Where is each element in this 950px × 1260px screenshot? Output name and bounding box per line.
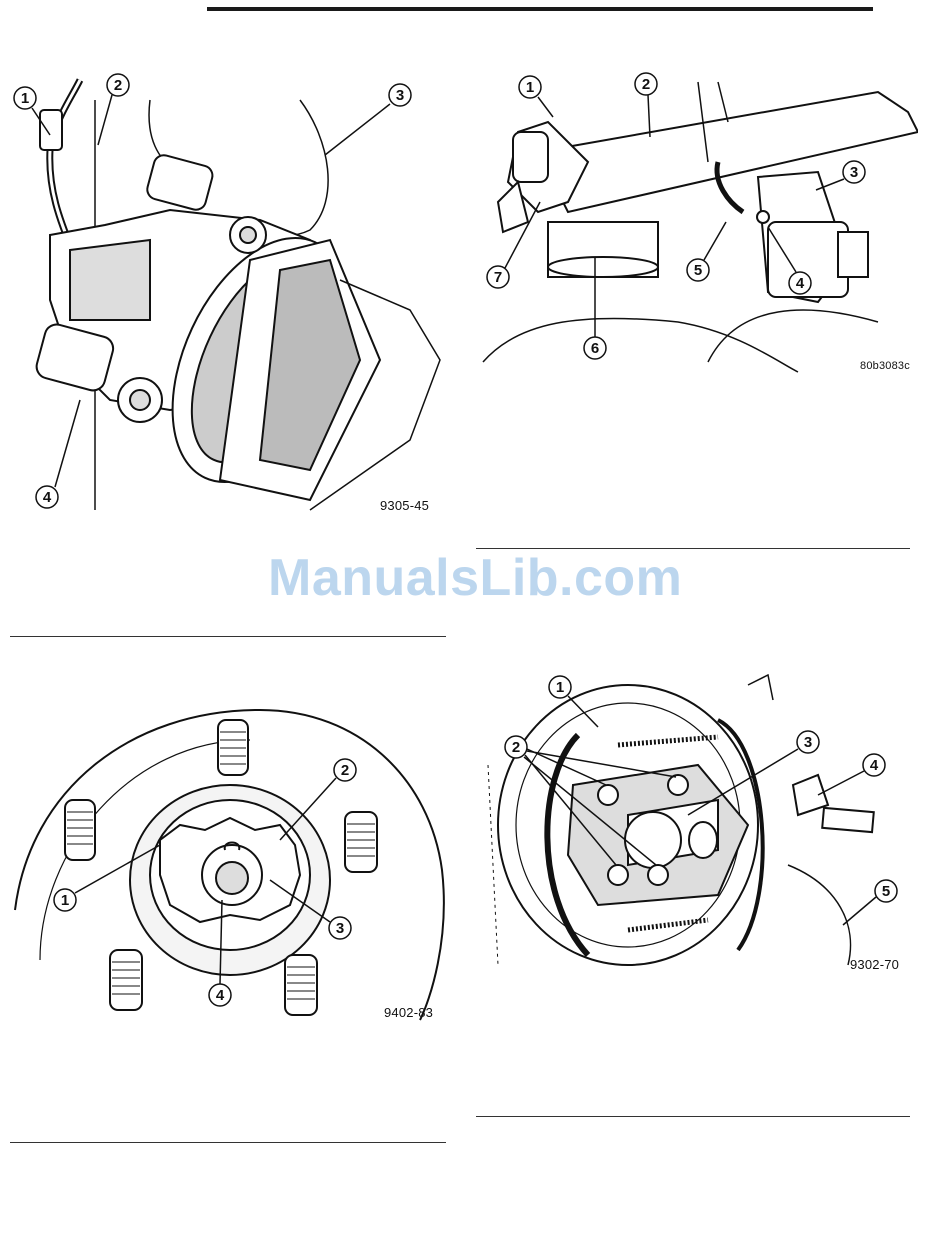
callout-3: 3 — [804, 734, 812, 751]
callout-1: 1 — [61, 892, 69, 909]
figure-hub-nut: 2 1 3 4 9402-83 — [10, 700, 450, 1030]
figure-caliper: 1 2 3 4 9305-45 — [10, 60, 450, 520]
callout-1: 1 — [21, 90, 29, 107]
callout-2: 2 — [341, 762, 349, 779]
callout-2: 2 — [642, 76, 650, 93]
caliper-illustration: 1 2 3 4 — [10, 60, 450, 520]
header-rule — [207, 7, 873, 11]
callout-4: 4 — [216, 987, 225, 1004]
tie-rod-illustration: 1 2 3 4 5 6 7 — [478, 62, 918, 382]
callout-2: 2 — [512, 739, 520, 756]
backing-plate-illustration: 1 2 3 4 5 — [478, 665, 918, 985]
callout-3: 3 — [336, 920, 344, 937]
callout-5: 5 — [882, 883, 890, 900]
watermark: ManualsLib.com — [268, 548, 682, 608]
figure-backing-plate: 1 2 3 4 5 9302-70 — [478, 665, 918, 985]
callout-4: 4 — [796, 275, 805, 292]
callout-3: 3 — [850, 164, 858, 181]
callout-4: 4 — [870, 757, 879, 774]
callout-5: 5 — [694, 262, 702, 279]
figure-code: 80b3083c — [860, 360, 910, 372]
callout-6: 6 — [591, 340, 599, 357]
figure-code: 9305-45 — [380, 498, 429, 513]
callout-4: 4 — [43, 489, 52, 506]
figure-code: 9402-83 — [384, 1005, 433, 1020]
callout-1: 1 — [526, 79, 534, 96]
hub-nut-illustration: 2 1 3 4 — [10, 700, 450, 1030]
figure-code: 9302-70 — [850, 957, 899, 972]
figure-divider — [10, 636, 446, 637]
callout-3: 3 — [396, 87, 404, 104]
figure-divider — [476, 1116, 910, 1117]
callout-2: 2 — [114, 77, 122, 94]
figure-divider — [10, 1142, 446, 1143]
callout-7: 7 — [494, 269, 502, 286]
figure-tie-rod: 1 2 3 4 5 6 7 80b3083c — [478, 62, 918, 382]
callout-1: 1 — [556, 679, 564, 696]
